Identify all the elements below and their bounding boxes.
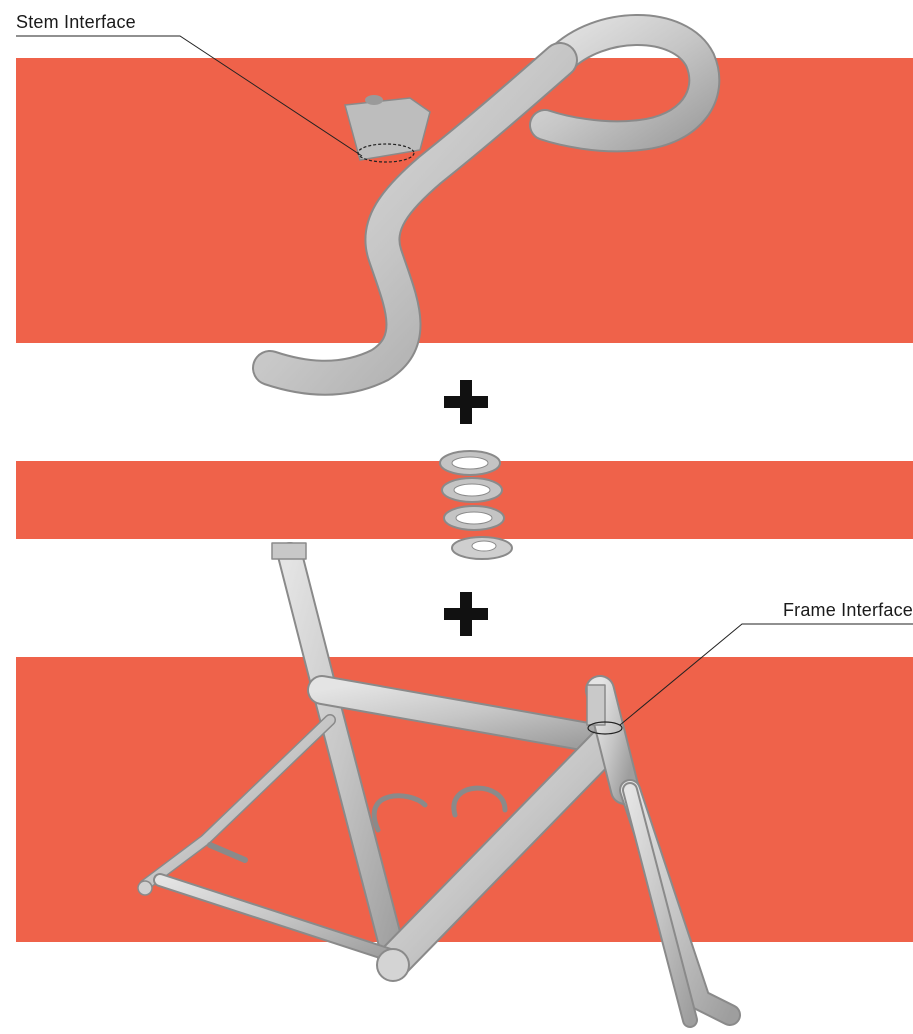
orange-band-top — [16, 58, 913, 343]
stem-interface-leader — [16, 35, 363, 157]
plus-icon — [444, 380, 488, 424]
frame-interface-label: Frame Interface — [782, 600, 913, 620]
plus-icon — [444, 592, 488, 636]
frame-interface-marker — [587, 721, 623, 735]
handlebar-cockpit — [252, 14, 721, 396]
frame-interface-leader — [619, 623, 913, 726]
stem-interface-label: Stem Interface — [16, 12, 136, 32]
headset-spacers — [439, 450, 513, 560]
bike-frame — [137, 542, 741, 1028]
